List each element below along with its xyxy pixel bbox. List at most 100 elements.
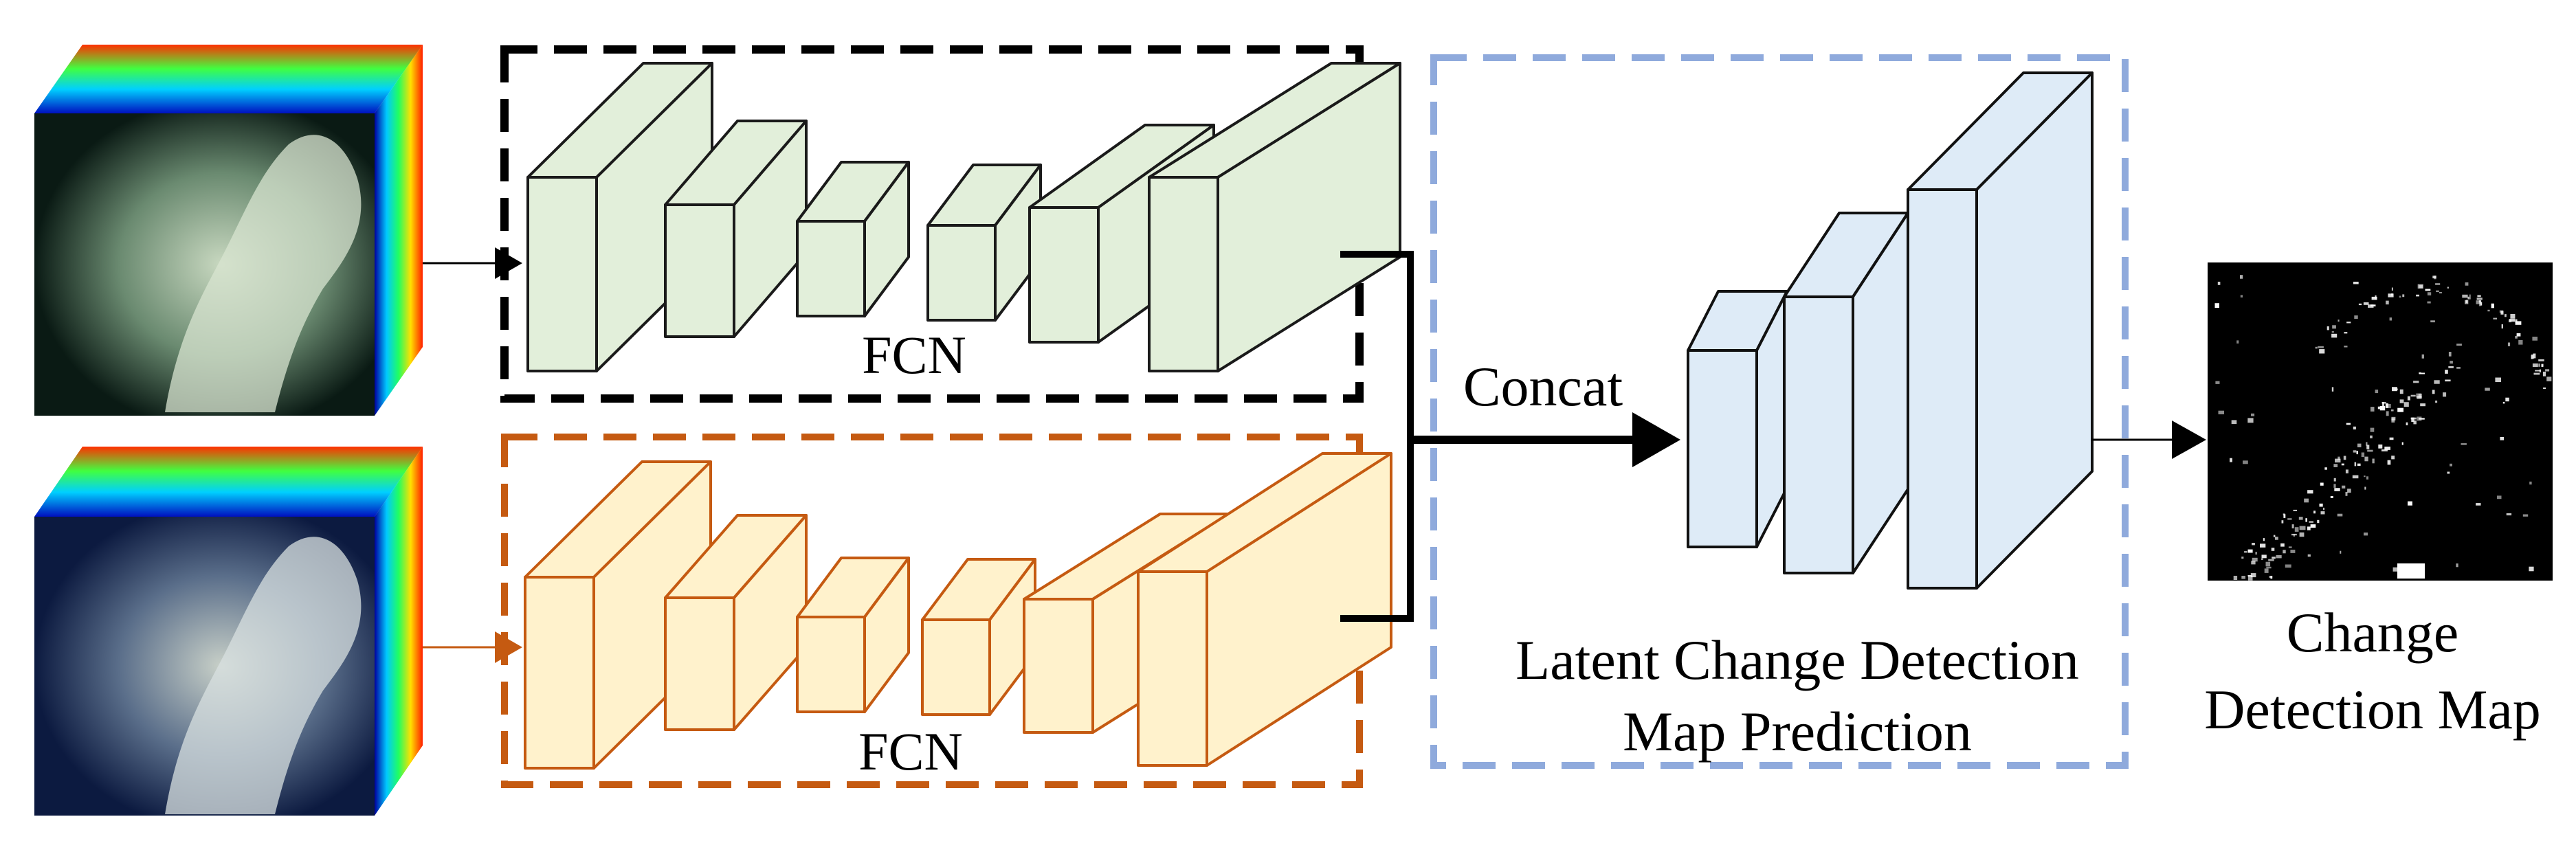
change-pixel (2509, 319, 2516, 322)
change-pixel (2240, 275, 2243, 279)
encoder-2-layer (664, 514, 808, 731)
change-pixel (2499, 310, 2504, 313)
change-pixel (2370, 407, 2375, 412)
change-pixel (2283, 514, 2286, 518)
change-pixel (2338, 320, 2340, 322)
output-label-line2: Detection Map (2204, 678, 2541, 741)
change-pixel (2391, 418, 2395, 423)
change-pixel (2346, 423, 2351, 425)
change-pixel (2445, 370, 2448, 374)
change-pixel (2236, 340, 2239, 344)
change-pixel (2361, 452, 2365, 458)
change-pixel (2450, 463, 2452, 467)
change-pixel (2391, 287, 2393, 291)
change-pixel (2505, 397, 2509, 402)
change-pixel (2307, 526, 2311, 530)
change-pixel (2261, 558, 2263, 560)
change-pixel (2476, 298, 2483, 300)
change-pixel (2465, 282, 2469, 286)
change-pixel (2334, 488, 2340, 491)
input-arrow-2-head (495, 631, 522, 663)
change-pixel (2345, 469, 2349, 473)
change-pixel (2293, 534, 2295, 537)
change-pixel (2417, 416, 2422, 421)
change-pixel (2485, 388, 2490, 391)
change-pixel (2479, 301, 2481, 306)
change-pixel (2370, 304, 2376, 306)
change-pixel (2491, 303, 2494, 309)
change-pixel (2367, 449, 2373, 452)
coastline-shape (165, 537, 362, 814)
change-pixel (2266, 566, 2272, 569)
change-pixel (2456, 563, 2458, 568)
decoder-layer (1687, 290, 1788, 548)
change-pixel (2290, 550, 2296, 553)
change-pixel (2276, 555, 2282, 559)
change-pixel (2410, 417, 2417, 420)
change-pixel (2271, 548, 2275, 551)
change-pixel (2480, 302, 2483, 306)
change-pixel (2366, 445, 2370, 449)
change-pixel (2344, 346, 2348, 348)
change-pixel (2247, 418, 2254, 423)
change-pixel (2541, 363, 2544, 366)
change-pixel (2516, 333, 2521, 337)
change-pixel (2410, 394, 2416, 397)
change-pixel (2288, 546, 2292, 548)
change-pixel (2307, 554, 2311, 557)
change-pixel (2338, 456, 2340, 460)
change-pixel (2515, 335, 2518, 339)
change-pixel (2309, 521, 2313, 523)
change-pixel (2402, 294, 2405, 298)
change-pixel (2366, 442, 2368, 446)
encoder-2-output-line (1340, 440, 1414, 622)
change-pixel (2500, 437, 2504, 440)
change-pixel (2465, 300, 2468, 303)
change-pixel (2275, 537, 2278, 540)
change-pixel (2419, 372, 2425, 374)
change-pixel (2533, 353, 2536, 359)
decoder-layer (1783, 212, 1909, 574)
change-pixel (2448, 366, 2454, 368)
change-pixel (2283, 550, 2286, 554)
change-pixel (2434, 380, 2440, 384)
change-pixel (2331, 331, 2334, 333)
change-pixel (2252, 543, 2255, 546)
encoder-1-output-line (1340, 251, 1414, 440)
coastline-shape (165, 135, 362, 412)
change-pixel (2420, 403, 2425, 407)
change-pixel (2391, 456, 2395, 460)
change-pixel (2476, 503, 2481, 506)
change-pixel (2461, 443, 2467, 445)
change-pixel (2214, 303, 2219, 309)
change-pixel (2337, 513, 2343, 517)
change-pixel (2331, 333, 2338, 338)
change-pixel (2305, 518, 2307, 522)
change-pixel (2241, 557, 2244, 559)
change-pixel (2487, 309, 2490, 312)
change-pixel (2244, 550, 2247, 553)
change-pixel (2333, 478, 2336, 482)
change-pixel (2260, 543, 2266, 548)
change-pixel (2375, 295, 2377, 300)
change-pixel (2381, 449, 2388, 451)
change-pixel (2501, 324, 2503, 329)
change-pixel (2370, 427, 2375, 432)
change-pixel (2299, 532, 2305, 537)
decoder-label-line2: Map Prediction (1623, 700, 1972, 763)
change-pixel (2363, 302, 2369, 305)
change-pixel (2357, 463, 2361, 466)
change-pixel (2399, 399, 2404, 403)
cube-top-face (34, 447, 423, 517)
change-pixel (2333, 484, 2336, 488)
change-pixel (2502, 401, 2505, 404)
change-pixel (2445, 379, 2451, 382)
change-pixel (2255, 552, 2257, 555)
change-pixel (2432, 276, 2436, 279)
change-pixel (2358, 303, 2362, 306)
change-pixel (2265, 561, 2271, 567)
change-pixel (2439, 292, 2442, 293)
change-pixel (2372, 458, 2375, 464)
change-pixel (2233, 576, 2238, 580)
encoder-2-label: FCN (858, 721, 963, 781)
